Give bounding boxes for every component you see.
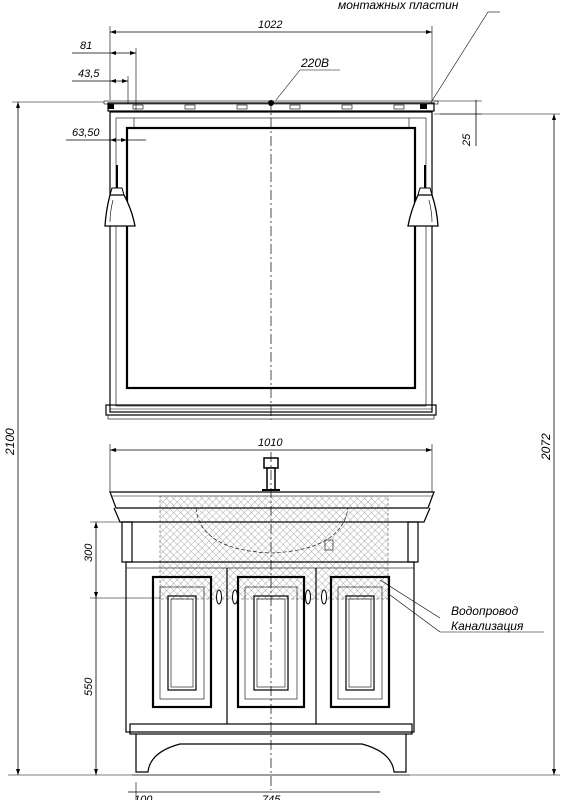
dim-43-5: 43,5 — [78, 68, 100, 80]
label-sewage: Канализация — [451, 619, 524, 633]
dim-cabinet-width: 1010 — [258, 437, 283, 449]
right-lamp-icon — [407, 165, 439, 227]
drawing-labels: монтажных пластин 220В Водопровод Канали… — [3, 0, 553, 805]
label-voltage: 220В — [300, 56, 329, 70]
door-handle-icon — [216, 589, 327, 605]
left-column — [121, 521, 133, 563]
dim-bottom-left: 100 — [134, 794, 153, 800]
leader-mounting-plates — [429, 11, 489, 105]
sink-bowl-outline — [195, 507, 349, 554]
leader-sewage — [389, 594, 441, 633]
dim-total-height: 2100 — [3, 428, 17, 456]
cabinet-door-left — [151, 575, 213, 709]
right-column — [407, 521, 419, 563]
label-mounting-plates: монтажных пластин — [338, 0, 459, 12]
dim-300: 300 — [83, 543, 95, 562]
leader-water — [379, 579, 441, 619]
label-water-supply: Водопровод — [451, 604, 519, 618]
dim-bottom-mid: 745 — [262, 794, 281, 800]
dim-550: 550 — [83, 677, 95, 696]
dim-25: 25 — [461, 133, 473, 147]
leader-220v — [275, 69, 301, 101]
mirror-assembly — [103, 100, 439, 420]
dim-81: 81 — [80, 40, 92, 52]
cabinet-assembly — [109, 452, 435, 790]
dimension-lines — [8, 11, 560, 800]
mounting-plate-marks — [108, 104, 427, 110]
cabinet-door-right — [329, 575, 391, 709]
dim-mirror-width: 1022 — [258, 19, 282, 31]
left-lamp-icon — [104, 165, 136, 227]
dim-63-50: 63,50 — [72, 127, 100, 139]
dim-mirror-top-height: 2072 — [539, 433, 553, 461]
